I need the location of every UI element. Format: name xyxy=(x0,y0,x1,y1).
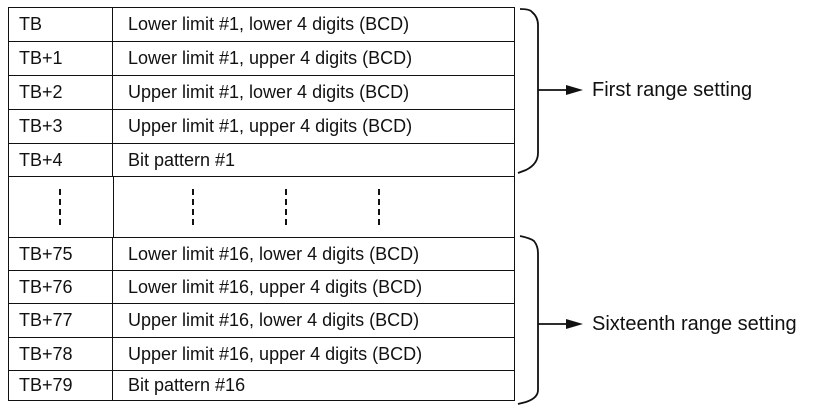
table-row: TB+2 Upper limit #1, lower 4 digits (BCD… xyxy=(9,75,514,109)
sixteenth-range-brace xyxy=(517,235,539,405)
column-divider xyxy=(113,177,114,237)
first-range-brace xyxy=(517,8,539,174)
table-row: TB+77 Upper limit #16, lower 4 digits (B… xyxy=(9,303,514,337)
table-row: TB Lower limit #1, lower 4 digits (BCD) xyxy=(9,8,514,41)
table-row: TB+1 Lower limit #1, upper 4 digits (BCD… xyxy=(9,41,514,75)
table-row: TB+76 Lower limit #16, upper 4 digits (B… xyxy=(9,270,514,303)
address-cell: TB+77 xyxy=(9,304,113,337)
ellipsis-dash xyxy=(192,189,194,225)
sixteenth-range-label: Sixteenth range setting xyxy=(592,313,797,335)
description-cell: Lower limit #16, lower 4 digits (BCD) xyxy=(128,243,420,264)
description-cell: Upper limit #1, lower 4 digits (BCD) xyxy=(128,82,410,102)
description-cell: Upper limit #1, upper 4 digits (BCD) xyxy=(128,116,413,136)
ellipsis-dash xyxy=(285,189,287,225)
table-row: TB+78 Upper limit #16, upper 4 digits (B… xyxy=(9,337,514,370)
first-range-arrow xyxy=(538,85,583,95)
address-cell: TB+75 xyxy=(9,238,113,270)
address-cell: TB+3 xyxy=(9,110,113,143)
address-cell: TB+79 xyxy=(9,371,113,400)
description-cell: Lower limit #16, upper 4 digits (BCD) xyxy=(128,276,423,297)
address-cell: TB+4 xyxy=(9,144,113,176)
description-cell: Upper limit #16, lower 4 digits (BCD) xyxy=(128,310,420,330)
sixteenth-range-arrow xyxy=(538,319,583,329)
description-cell: Lower limit #1, upper 4 digits (BCD) xyxy=(128,48,413,68)
table-row: TB+3 Upper limit #1, upper 4 digits (BCD… xyxy=(9,109,514,143)
ellipsis-row xyxy=(9,176,514,237)
table-row: TB+4 Bit pattern #1 xyxy=(9,143,514,176)
ellipsis-dash xyxy=(378,189,380,225)
address-cell: TB+78 xyxy=(9,338,113,370)
memory-table: TB Lower limit #1, lower 4 digits (BCD) … xyxy=(8,7,515,401)
description-cell: Bit pattern #1 xyxy=(128,149,236,170)
table-row: TB+79 Bit pattern #16 xyxy=(9,370,514,400)
description-cell: Lower limit #1, lower 4 digits (BCD) xyxy=(128,14,410,34)
address-cell: TB xyxy=(9,8,113,41)
first-range-label: First range setting xyxy=(592,79,753,101)
address-cell: TB+76 xyxy=(9,271,113,303)
address-cell: TB+1 xyxy=(9,42,113,75)
description-cell: Upper limit #16, upper 4 digits (BCD) xyxy=(128,343,423,364)
table-row: TB+75 Lower limit #16, lower 4 digits (B… xyxy=(9,237,514,270)
description-cell: Bit pattern #16 xyxy=(128,375,246,395)
address-cell: TB+2 xyxy=(9,76,113,109)
ellipsis-dash xyxy=(59,189,61,225)
